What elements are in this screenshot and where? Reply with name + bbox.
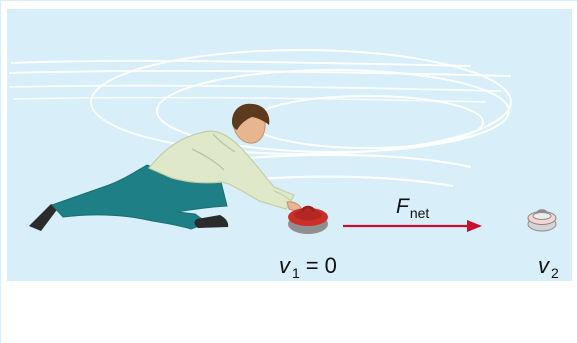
force-label: Fnet [396,195,429,219]
force-subscript: net [410,205,429,221]
ghost-stone-top [533,213,551,220]
v2-subscript: 2 [551,265,559,281]
v1-equals: = [306,253,319,278]
curling-stone-faded-icon [528,210,556,231]
v1-value: 0 [325,253,337,278]
curling-stone-icon [288,207,328,234]
force-symbol: F [396,195,409,218]
v1-subscript: 1 [292,265,300,281]
v2-symbol: v [538,253,549,278]
stone-top [294,210,322,221]
ice-sheet [7,9,572,281]
v1-symbol: v [279,253,290,278]
